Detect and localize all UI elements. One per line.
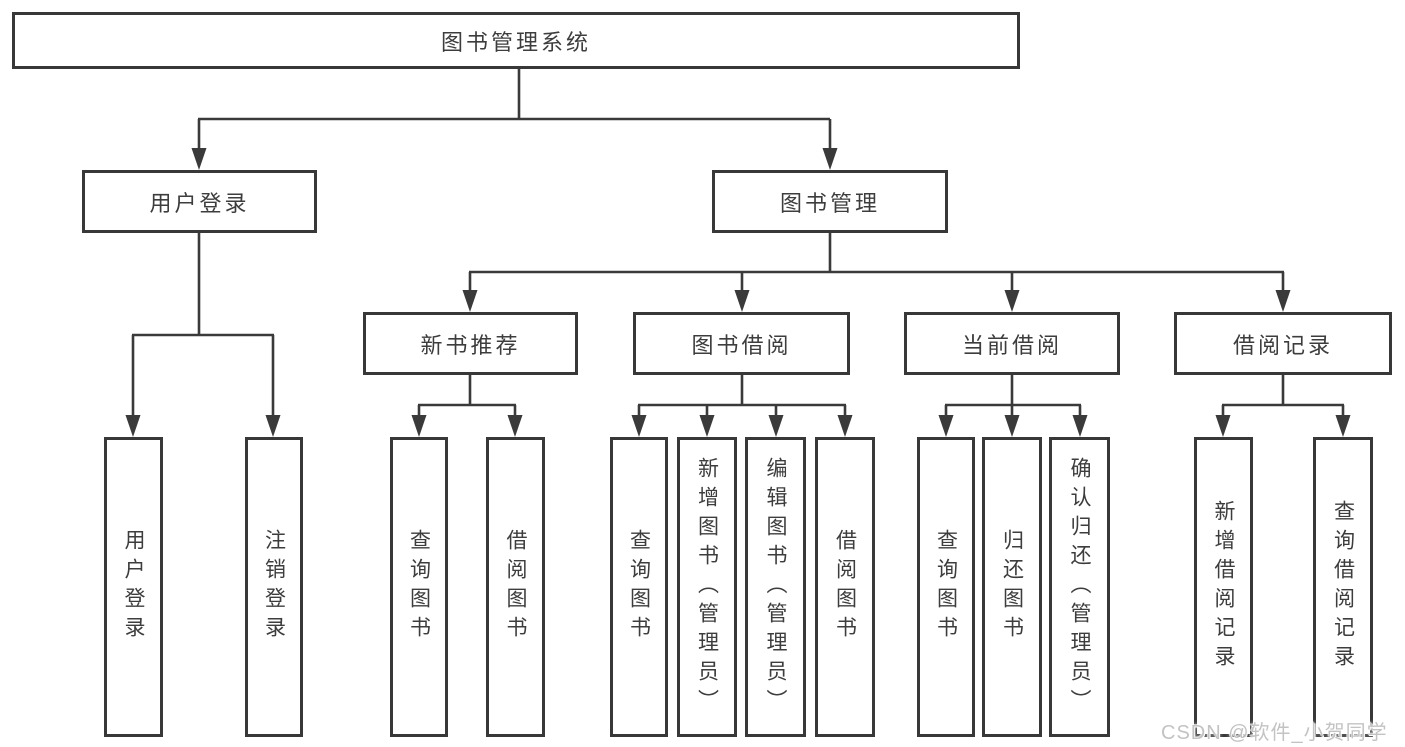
node-leaf-borrow-book: 借阅图书	[815, 437, 875, 737]
node-root-system: 图书管理系统	[12, 12, 1020, 69]
node-leaf-query-book-borrow: 查询图书	[610, 437, 668, 737]
node-leaf-confirm-return-admin: 确认归还（管理员）	[1049, 437, 1110, 737]
node-user-login: 用户登录	[82, 170, 317, 233]
node-leaf-add-borrow-record: 新增借阅记录	[1194, 437, 1253, 737]
node-current-borrow: 当前借阅	[904, 312, 1120, 375]
node-leaf-logout: 注销登录	[245, 437, 303, 737]
node-leaf-return-book: 归还图书	[982, 437, 1042, 737]
node-leaf-query-borrow-record: 查询借阅记录	[1313, 437, 1373, 737]
node-book-borrow: 图书借阅	[633, 312, 850, 375]
node-book-management: 图书管理	[712, 170, 948, 233]
node-borrow-record: 借阅记录	[1174, 312, 1392, 375]
node-leaf-edit-book-admin: 编辑图书（管理员）	[745, 437, 806, 737]
csdn-watermark: CSDN @软件_小贺同学	[1161, 722, 1388, 744]
node-leaf-borrow-book-recommend: 借阅图书	[486, 437, 545, 737]
node-leaf-user-login: 用户登录	[104, 437, 163, 737]
node-new-book-recommend: 新书推荐	[363, 312, 578, 375]
node-leaf-query-book-recommend: 查询图书	[390, 437, 448, 737]
node-leaf-add-book-admin: 新增图书（管理员）	[677, 437, 737, 737]
node-leaf-query-book-current: 查询图书	[917, 437, 975, 737]
